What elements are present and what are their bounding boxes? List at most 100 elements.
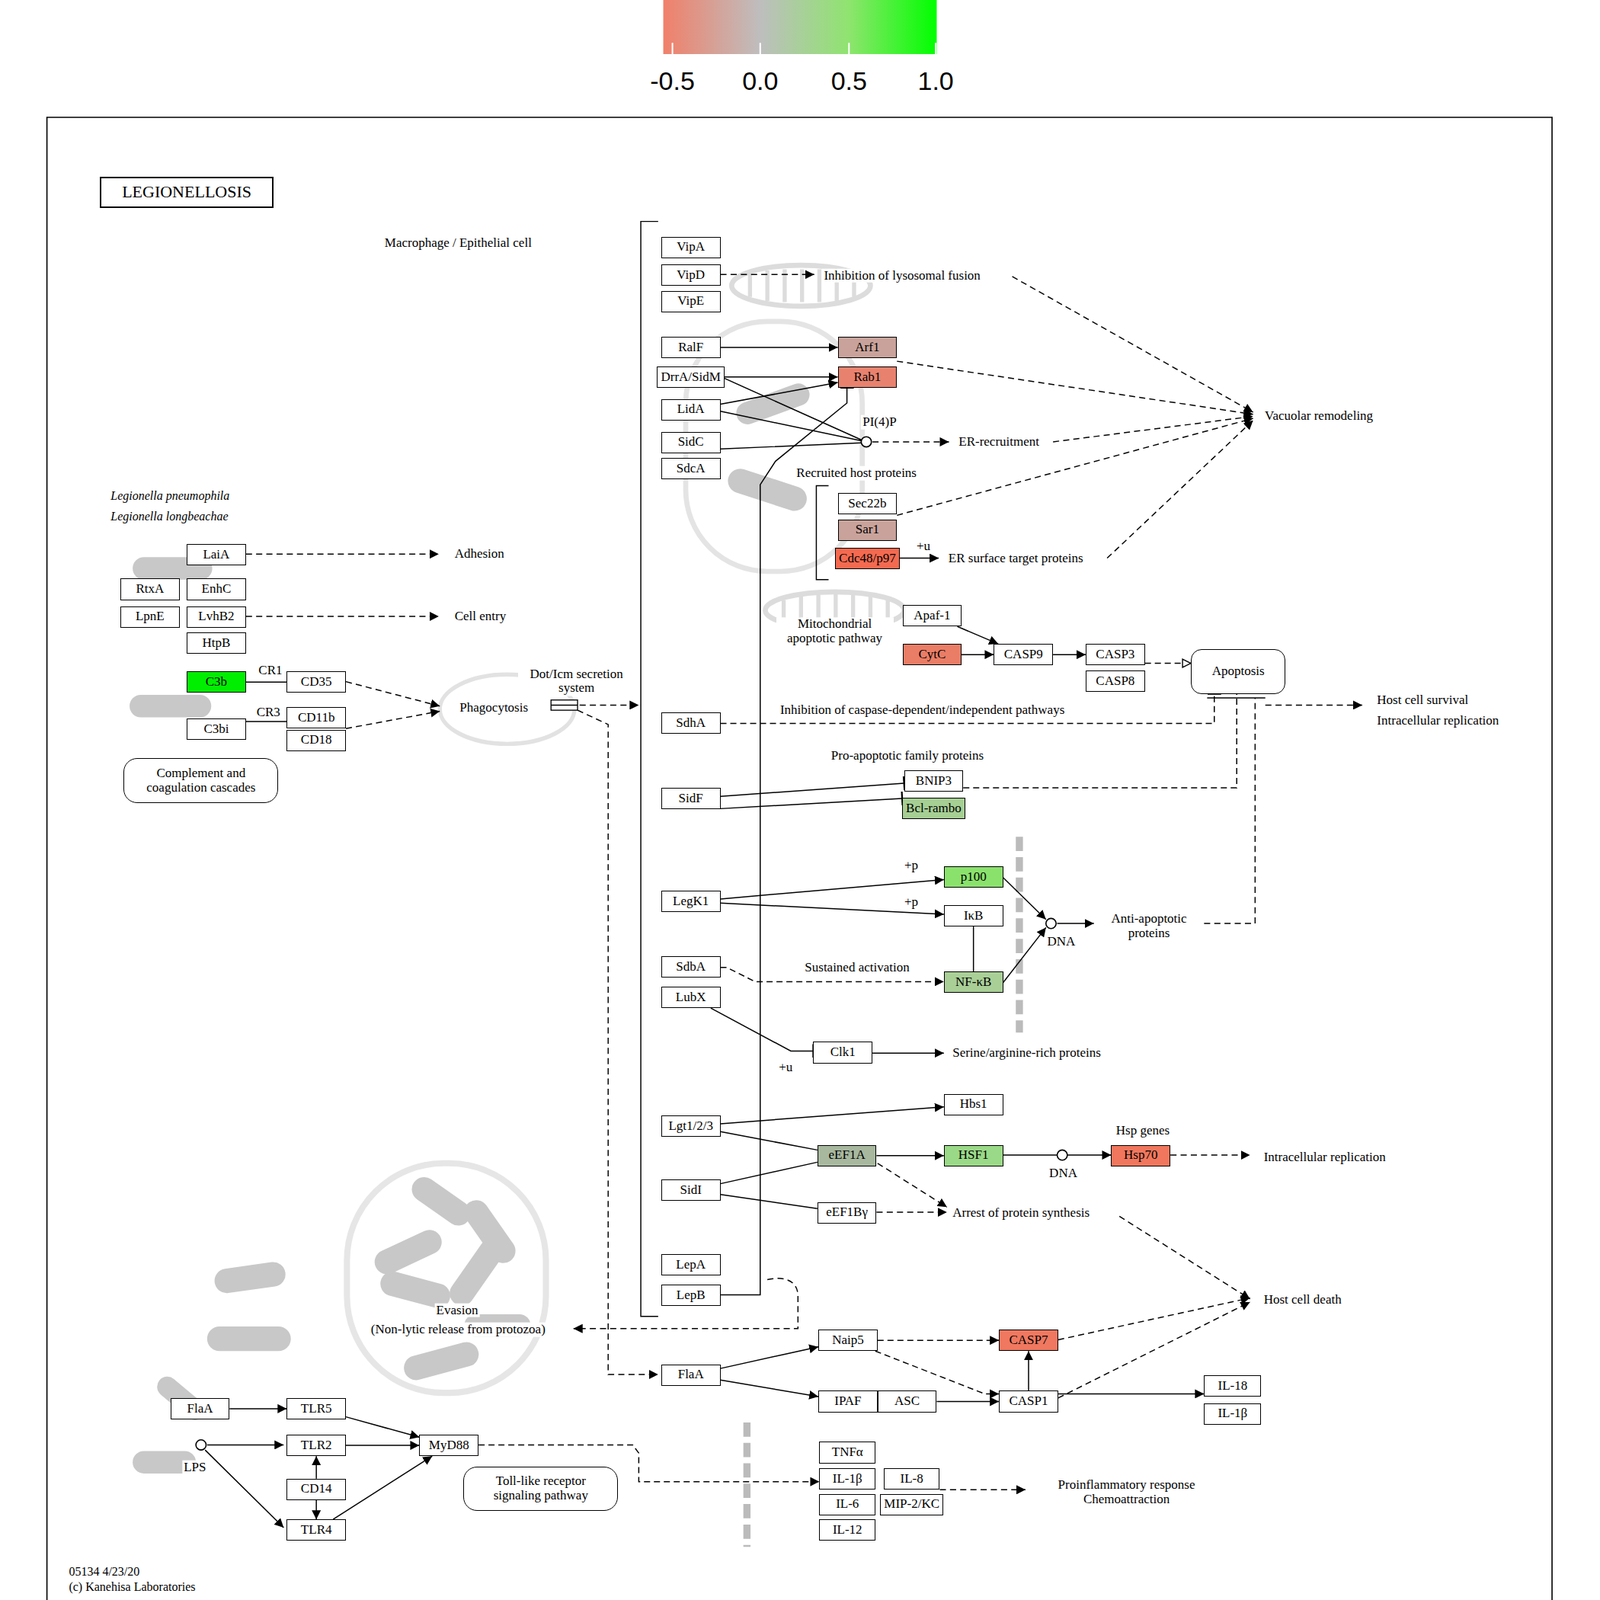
process-arrow — [872, 1052, 944, 1053]
bacterium — [370, 1225, 446, 1279]
gene-box: Apaf-1 — [902, 604, 961, 627]
annotation-label: 0.0 — [740, 67, 780, 96]
node-label: SidF — [678, 791, 704, 807]
annotation-label: Macrophage / Epithelial cell — [383, 235, 534, 250]
process-arrow — [1058, 1302, 1251, 1399]
node-label: CASP9 — [1004, 647, 1044, 663]
secretion-system-symbol — [550, 704, 578, 706]
gene-box: C3bi — [186, 718, 247, 740]
gene-box: Clk1 — [812, 1041, 873, 1063]
node-label: Lgt1/2/3 — [668, 1119, 714, 1134]
process-arrow — [1107, 420, 1254, 559]
edge-label: +p — [902, 895, 920, 910]
node-label: LaiA — [202, 547, 230, 563]
gene-box: SidC — [661, 432, 721, 454]
gene-box: VipD — [661, 264, 721, 286]
annotation-label: Phagocytosis — [457, 700, 530, 716]
connector — [246, 681, 288, 684]
process-arrow — [1052, 416, 1254, 442]
node-label: LidA — [677, 402, 705, 417]
gene-box: IL-8 — [883, 1468, 941, 1490]
connector — [720, 798, 903, 809]
node-label: LvhB2 — [198, 609, 234, 624]
process-arrow — [573, 1278, 799, 1329]
gene-box: VipE — [661, 291, 721, 313]
annotation-label: Arrest of protein synthesis — [950, 1206, 1092, 1221]
gene-box: CASP8 — [1085, 670, 1146, 692]
gene-box: IL-1β — [1203, 1403, 1261, 1425]
gene-box: CytC — [902, 643, 961, 666]
annotation-label: Hsp genes — [1114, 1123, 1172, 1139]
gene-box: RalF — [661, 336, 721, 359]
node-label: VipD — [676, 268, 705, 283]
gene-box: Lgt1/2/3 — [661, 1115, 721, 1137]
gene-box: HtpB — [186, 632, 247, 654]
recruited-bracket — [816, 486, 829, 580]
node-label: Complement and coagulation cascades — [131, 766, 270, 795]
annotation-label: Intracellular replication — [1262, 1149, 1388, 1165]
gene-box: Sar1 — [838, 519, 898, 541]
gene-box: FlaA — [661, 1364, 721, 1386]
connector — [315, 1456, 317, 1479]
gene-box: TLR5 — [286, 1398, 346, 1420]
connector — [345, 1444, 420, 1447]
connector — [720, 1194, 818, 1209]
node-label: IL-12 — [832, 1523, 863, 1538]
gene-box: Cdc48/p97 — [835, 547, 900, 570]
annotation-label: Cell entry — [453, 609, 509, 624]
node-label: Apoptosis — [1212, 664, 1265, 679]
node-label: Toll-like receptor signaling pathway — [471, 1474, 610, 1503]
process-arrow — [1003, 927, 1047, 983]
process-line — [1203, 697, 1255, 924]
annotation-label: Evasion — [435, 1302, 480, 1318]
edge-label: CR3 — [255, 704, 282, 720]
node-label: MyD88 — [428, 1438, 470, 1453]
node-label: LepA — [675, 1257, 706, 1273]
annotation-label: Serine/arginine-rich proteins — [950, 1046, 1103, 1061]
edge-label: +p — [902, 857, 920, 873]
process-arrow — [345, 710, 440, 729]
node-label: IL-1β — [1217, 1406, 1248, 1421]
connector — [720, 1107, 944, 1124]
junction-line — [1206, 697, 1265, 698]
node-label: LpnE — [135, 609, 165, 624]
node-label: Clk1 — [830, 1045, 856, 1060]
edge-label: +u — [777, 1060, 794, 1076]
node-label: FlaA — [186, 1401, 213, 1417]
node-label: CD14 — [300, 1481, 333, 1497]
annotation-label: (Non-lytic release from protozoa) — [369, 1322, 548, 1338]
connector — [957, 626, 999, 644]
annotation-label: 0.5 — [829, 67, 869, 96]
annotation-label: Host cell death — [1262, 1292, 1344, 1308]
node-label: Rab1 — [853, 370, 881, 385]
node-label: Sar1 — [855, 522, 880, 538]
connector — [720, 1161, 818, 1184]
annotation-label: Recruited host proteins — [794, 466, 919, 481]
process-arrow — [1003, 877, 1047, 920]
gene-box: SidI — [661, 1179, 721, 1201]
node-label: CD35 — [300, 675, 333, 690]
bacterium — [129, 694, 212, 717]
gene-box: LegK1 — [661, 890, 721, 912]
node-label: Apaf-1 — [913, 608, 951, 624]
node-label: CASP7 — [1008, 1333, 1048, 1348]
compound-circle — [1057, 1149, 1068, 1160]
node-label: LepB — [676, 1288, 706, 1303]
edge-label: Sustained activation — [803, 960, 911, 975]
annotation-label: Inhibition of lysosomal fusion — [822, 268, 982, 283]
secretion-system-symbol — [550, 700, 578, 711]
node-label: SidI — [680, 1183, 702, 1198]
node-label: LegK1 — [672, 894, 709, 909]
annotation-label: Intracellular replication — [1375, 713, 1501, 728]
node-label: TLR2 — [300, 1438, 333, 1453]
annotation-label: Legionella pneumophila — [108, 489, 231, 503]
gene-box: IPAF — [818, 1390, 878, 1412]
connector — [315, 1500, 317, 1520]
gene-box: Rab1 — [838, 366, 898, 388]
node-label: BNIP3 — [915, 774, 952, 789]
connector — [1027, 1350, 1030, 1391]
gene-box: Hsp70 — [1110, 1145, 1171, 1167]
connector — [720, 1131, 818, 1150]
annotation-label: Legionella longbeachae — [108, 509, 230, 524]
connector — [332, 1456, 432, 1520]
